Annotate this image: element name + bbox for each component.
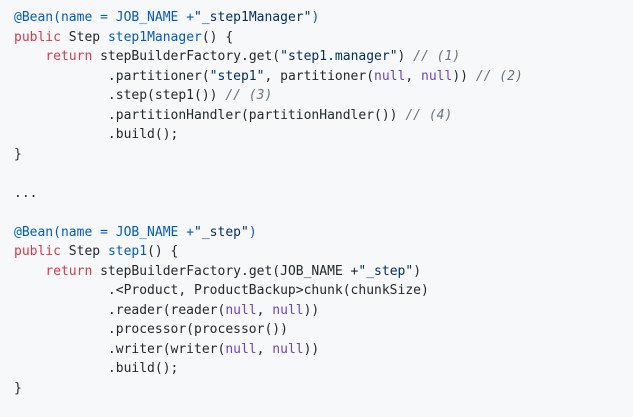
code-string: "_step" <box>358 263 414 279</box>
code-line: .partitioner("step1", partitioner(null, … <box>14 67 523 87</box>
code-text: .build(); <box>14 127 179 142</box>
code-line: @Bean(name = JOB_NAME +"_step1Manager") <box>14 8 523 28</box>
code-annotation: (name = JOB_NAME + <box>53 224 195 240</box>
code-null-literal: null <box>225 341 257 357</box>
code-text: } <box>14 380 22 396</box>
code-line: .build(); <box>14 125 523 145</box>
code-line: .writer(writer(null, null)) <box>14 340 523 360</box>
code-null-literal: null <box>225 302 257 318</box>
code-text: ) <box>413 263 422 279</box>
code-line: .reader(reader(null, null)) <box>14 301 523 321</box>
code-string: "_step" <box>194 224 249 240</box>
code-line: } <box>14 379 523 399</box>
code-text: ) <box>397 49 414 64</box>
code-line: public Step step1Manager() { <box>14 28 523 48</box>
code-text <box>14 264 45 279</box>
code-text: )) <box>303 302 320 318</box>
code-keyword: public <box>14 244 61 259</box>
code-line: .partitionHandler(partitionHandler()) //… <box>14 106 523 126</box>
code-text: ... <box>14 185 38 201</box>
code-line <box>14 164 523 184</box>
code-annotation: @Bean <box>14 224 54 240</box>
code-keyword: public <box>14 29 61 45</box>
code-null-literal: null <box>421 68 453 84</box>
code-text: .step(step1()) <box>14 88 226 103</box>
code-keyword: return <box>45 263 93 279</box>
code-text: .processor(processor()) <box>14 322 288 337</box>
code-line <box>14 203 523 223</box>
code-text: )) <box>452 68 476 84</box>
code-text: , partitioner( <box>264 68 375 84</box>
code-keyword: return <box>45 49 93 64</box>
code-text: Step <box>60 29 108 45</box>
code-null-literal: null <box>272 302 304 318</box>
code-function-name: step1Manager <box>107 29 202 45</box>
code-line: } <box>14 145 523 165</box>
code-text: stepBuilderFactory.get(JOB_NAME + <box>92 263 359 279</box>
code-line: return stepBuilderFactory.get(JOB_NAME +… <box>14 262 523 282</box>
code-text: .writer(writer( <box>14 341 226 357</box>
code-text: () { <box>147 244 179 259</box>
code-null-literal: null <box>272 341 304 357</box>
code-line: ... <box>14 184 523 204</box>
code-line: .processor(processor()) <box>14 320 523 340</box>
code-text: .partitionHandler(partitionHandler()) <box>14 107 406 123</box>
code-string: "step1" <box>209 68 265 84</box>
code-line: .step(step1()) // (3) <box>14 86 523 106</box>
code-string: "step1.manager" <box>280 49 398 64</box>
code-comment: // (2) <box>475 68 523 84</box>
code-text: , <box>256 302 273 318</box>
code-text <box>14 49 45 64</box>
code-line: return stepBuilderFactory.get("step1.man… <box>14 47 523 67</box>
code-text: Step <box>60 244 108 259</box>
code-text: .partitioner( <box>14 68 210 84</box>
code-string: "_step1Manager" <box>194 10 312 25</box>
code-line: .build(); <box>14 359 523 379</box>
code-comment: // (4) <box>405 107 453 123</box>
code-text: , <box>405 68 422 84</box>
code-text: () { <box>201 29 234 45</box>
code-annotation: ) <box>311 10 320 25</box>
code-text: .build(); <box>14 361 179 376</box>
code-text: .reader(reader( <box>14 302 226 318</box>
code-line: @Bean(name = JOB_NAME +"_step") <box>14 223 523 243</box>
code-text: , <box>256 341 273 357</box>
code-annotation: ) <box>248 224 257 240</box>
code-text: } <box>14 146 22 162</box>
code-text: stepBuilderFactory.get( <box>92 49 281 64</box>
code-text: )) <box>303 341 320 357</box>
code-text: .<Product, ProductBackup>chunk(chunkSize… <box>14 283 429 298</box>
code-annotation: (name = JOB_NAME + <box>53 10 195 25</box>
code-function-name: step1 <box>107 244 148 259</box>
code-comment: // (3) <box>225 88 273 103</box>
code-listing[interactable]: @Bean(name = JOB_NAME +"_step1Manager")p… <box>14 8 523 398</box>
code-annotation: @Bean <box>14 10 54 25</box>
code-line: .<Product, ProductBackup>chunk(chunkSize… <box>14 281 523 301</box>
code-line: public Step step1() { <box>14 242 523 262</box>
code-comment: // (1) <box>413 49 461 64</box>
code-null-literal: null <box>374 68 406 84</box>
